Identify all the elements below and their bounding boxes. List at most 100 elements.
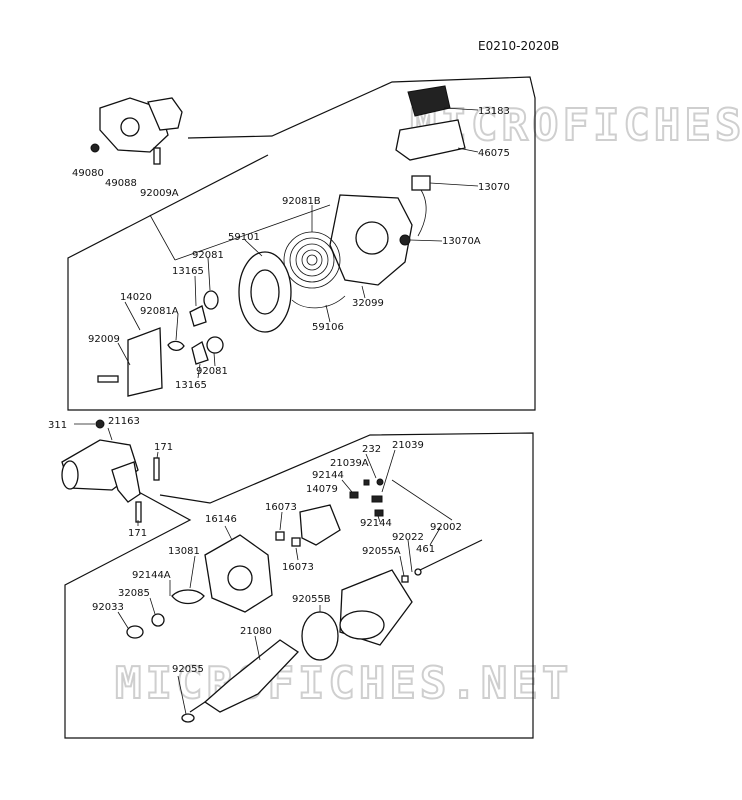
part-92055-washer [181, 713, 195, 723]
part-13070-rope-guide [411, 175, 431, 191]
part-171-stud-bot [135, 501, 142, 523]
label-16073-top: 16073 [265, 502, 297, 513]
label-171-bot: 171 [128, 528, 147, 539]
label-59106: 59106 [312, 322, 344, 333]
label-92022: 92022 [392, 532, 424, 543]
label-16073-bot: 16073 [282, 562, 314, 573]
label-13165-bot: 13165 [175, 380, 207, 391]
label-92055a: 92055A [362, 546, 401, 557]
part-461-nut [414, 568, 422, 576]
label-49080: 49080 [72, 168, 104, 179]
label-16146: 16146 [205, 514, 237, 525]
label-21080: 21080 [240, 626, 272, 637]
leader-21163 [107, 427, 113, 441]
label-92081b: 92081B [282, 196, 321, 207]
leader-16073-bot [295, 547, 299, 561]
leader-92055 [177, 675, 187, 715]
part-16073-top [275, 531, 285, 541]
leader-21039 [381, 449, 396, 493]
axis-line-2 [174, 204, 331, 261]
cover-bearing [120, 117, 140, 137]
label-13165-top: 13165 [172, 266, 204, 277]
label-14020: 14020 [120, 292, 152, 303]
leader-21080 [254, 635, 261, 661]
leader-92033 [117, 611, 129, 629]
label-92009a: 92009A [140, 188, 179, 199]
label-32099: 32099 [352, 298, 384, 309]
part-92081a-spring [167, 340, 185, 352]
rope [417, 189, 427, 237]
part-49080-nut [90, 143, 100, 153]
label-46075: 46075 [478, 148, 510, 159]
label-59101: 59101 [228, 232, 260, 243]
label-461: 461 [416, 544, 435, 555]
housing-hub [355, 221, 389, 255]
label-92081-bot: 92081 [196, 366, 228, 377]
part-92081-top-spring [203, 290, 219, 310]
leader-13165-bot [197, 363, 201, 379]
cover-bracket [147, 97, 183, 131]
leader-92002 [429, 527, 441, 546]
leader-92055a [399, 555, 405, 577]
part-13165-top-pawl [189, 305, 207, 327]
part-92144-mid-spring [374, 509, 384, 517]
part-92144-top-spring [349, 491, 359, 499]
leader-14020 [124, 301, 141, 331]
leader-21039-b [391, 479, 453, 521]
label-32085: 32085 [118, 588, 150, 599]
electric-starter-group: 311 21163 171 171 232 21039 21039A 92144… [48, 416, 534, 739]
leader-92144-mid [377, 515, 381, 523]
part-311-bolt [95, 419, 105, 429]
watermark-top: MICROFICHES.NET [410, 100, 742, 151]
leader-92144-top [341, 479, 353, 493]
leader-92009 [117, 342, 131, 366]
recoil-starter-group: 13183 46075 13070 13070A 49080 49088 920… [67, 76, 536, 411]
recoil-frame [67, 76, 536, 411]
leader-13070a [409, 239, 443, 242]
armature-shaft [189, 701, 206, 713]
part-92055b-gasket [301, 611, 339, 661]
leader-13165-top [194, 275, 197, 307]
leader-16073-top [279, 511, 283, 531]
part-92033-ring [126, 625, 144, 639]
label-92055: 92055 [172, 664, 204, 675]
label-92144a: 92144A [132, 570, 171, 581]
label-92081a: 92081A [140, 306, 179, 317]
label-92055b: 92055B [292, 594, 331, 605]
leader-92081-bot [213, 352, 216, 367]
leader-92081a [175, 313, 179, 341]
leader-13183 [443, 107, 479, 111]
part-92009-bolt [97, 375, 119, 383]
label-13070: 13070 [478, 182, 510, 193]
part-92081b-spiral-spring [283, 231, 341, 289]
motor-end-cap [61, 460, 79, 490]
leader-32099 [361, 285, 366, 299]
part-92081-bot-spring [206, 336, 224, 354]
label-171-top: 171 [154, 442, 173, 453]
label-21039: 21039 [392, 440, 424, 451]
leader-16146 [224, 525, 233, 541]
part-13081-pinion [171, 589, 205, 605]
leader-32085 [149, 597, 156, 615]
label-21039a: 21039A [330, 458, 369, 469]
leader-59106 [325, 304, 331, 323]
part-59106-rope-path [291, 295, 346, 309]
label-92144-mid: 92144 [360, 518, 392, 529]
label-13183: 13183 [478, 106, 510, 117]
part-92055a-washer [401, 575, 409, 583]
part-46075-handle [395, 119, 466, 161]
part-13165-bot-pawl [191, 341, 209, 365]
leader-232 [365, 453, 377, 479]
part-16073-bot [291, 537, 301, 547]
leader-92081-top [207, 257, 211, 291]
label-13081: 13081 [168, 546, 200, 557]
axis-line [149, 214, 176, 261]
leader-171-top [156, 451, 159, 459]
label-311: 311 [48, 420, 67, 431]
part-21080-armature [203, 639, 300, 713]
reel-inner [250, 269, 280, 315]
label-92144-top: 92144 [312, 470, 344, 481]
yoke-opening [339, 610, 385, 640]
part-13070a-clip [399, 234, 411, 246]
part-92009a-bolt [153, 147, 161, 165]
